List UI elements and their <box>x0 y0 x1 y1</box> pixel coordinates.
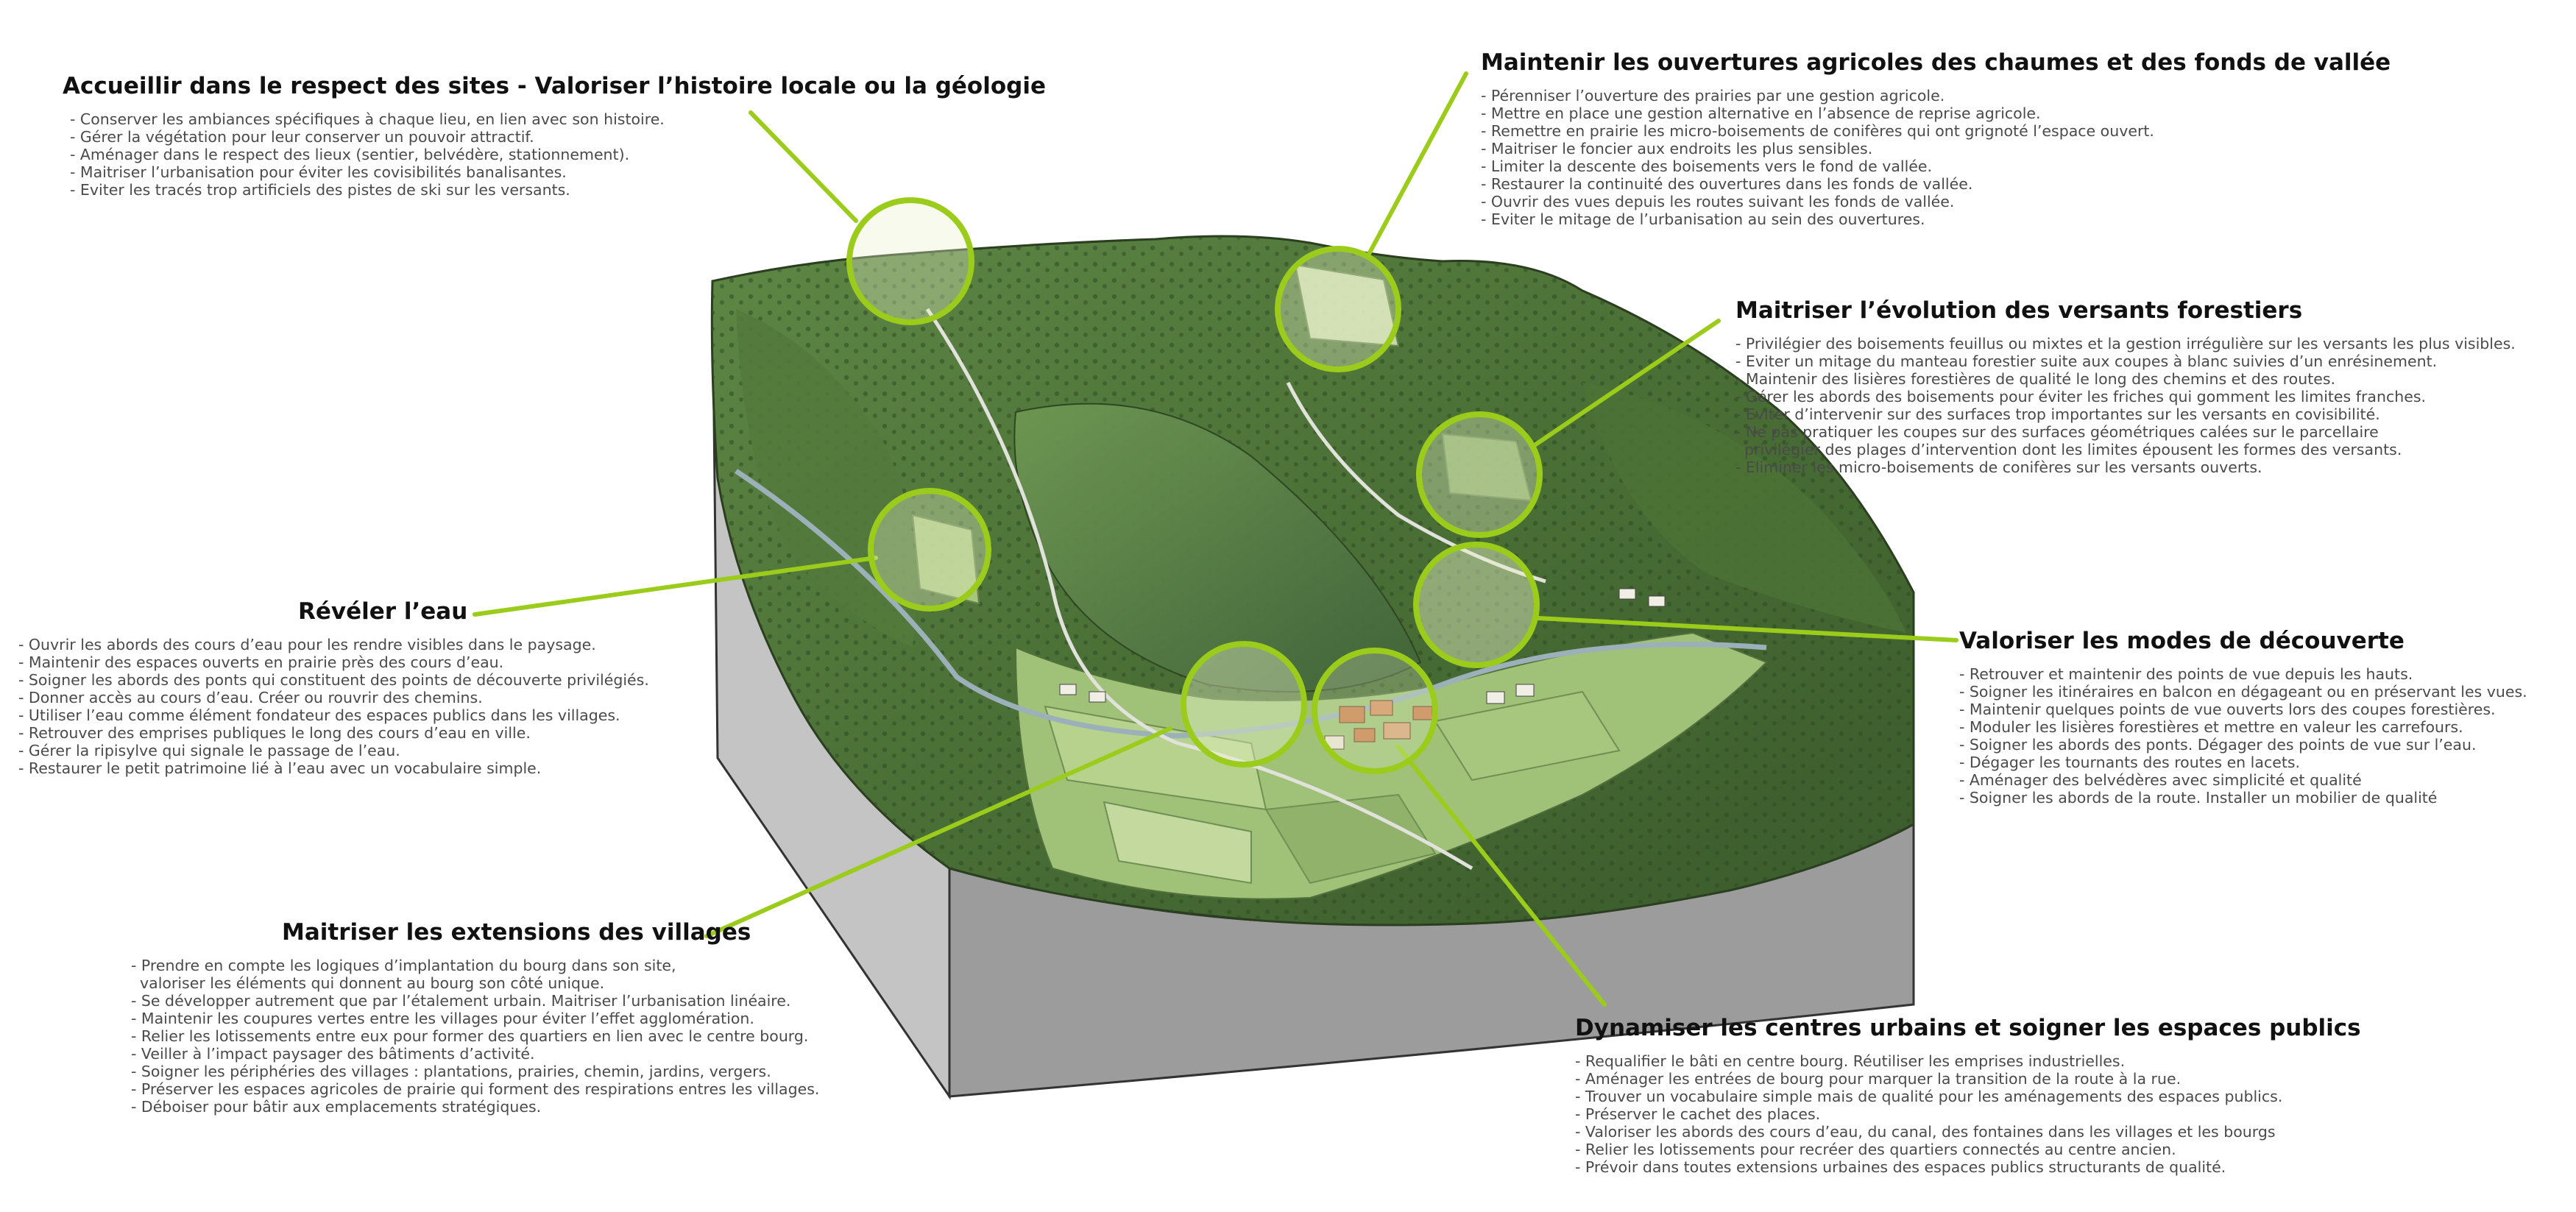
callout-decouverte: Valoriser les modes de découverte - Retr… <box>1959 627 2527 807</box>
callout-title: Maintenir les ouvertures agricoles des c… <box>1481 49 2391 76</box>
callout-item: - Prévoir dans toutes extensions urbaine… <box>1575 1158 2226 1176</box>
callout-item: - Maintenir les coupures vertes entre le… <box>131 1010 754 1027</box>
callout-item: - Privilégier des boisements feuillus ou… <box>1735 335 2516 352</box>
callout-item: - Eviter les tracés trop artificiels des… <box>70 181 570 199</box>
callout-item: - Soigner les abords des ponts qui const… <box>18 671 649 689</box>
circle-centres <box>1312 648 1438 774</box>
callout-item: - Maitriser le foncier aux endroits les … <box>1481 140 1873 157</box>
river <box>735 469 1767 739</box>
callout-item: - Aménager dans le respect des lieux (se… <box>70 146 630 163</box>
callout-item: - Maintenir des espaces ouverts en prair… <box>18 653 504 671</box>
callout-list: - Retrouver et maintenir des points de v… <box>1959 665 2527 807</box>
callout-title: Maitriser les extensions des villages <box>282 919 751 946</box>
callout-eau: Révéler l’eau - Ouvrir les abords des co… <box>18 598 649 777</box>
road <box>925 308 1546 871</box>
leader-eau <box>473 556 878 617</box>
callout-item: - Utiliser l’eau comme élément fondateur… <box>18 706 620 724</box>
callout-item: - Ouvrir les abords des cours d’eau pour… <box>18 636 596 653</box>
circle-extensions <box>1181 641 1307 768</box>
callout-item: - Requalifier le bâti en centre bourg. R… <box>1575 1052 2126 1070</box>
callout-title: Dynamiser les centres urbains et soigner… <box>1575 1015 2361 1041</box>
callout-item: - Gérer la végétation pour leur conserve… <box>70 128 534 146</box>
callout-item: - Conserver les ambiances spécifiques à … <box>70 110 665 128</box>
callout-title: Accueillir dans le respect des sites - V… <box>63 73 1046 99</box>
circle-eau <box>868 488 991 612</box>
highlight-circles <box>846 197 1543 774</box>
callout-item: - Eviter d’intervenir sur des surfaces t… <box>1735 405 2380 423</box>
circle-ouvertures <box>1275 246 1401 372</box>
callout-item: - Maintenir des lisières forestières de … <box>1735 370 2336 388</box>
callout-item: - Restaurer la continuité des ouvertures… <box>1481 175 1973 193</box>
callout-item: - Retrouver des emprises publiques le lo… <box>18 724 531 742</box>
callout-item: - Soigner les itinéraires en balcon en d… <box>1959 683 2527 701</box>
callout-item: - Ouvrir des vues depuis les routes suiv… <box>1481 193 1955 210</box>
callout-item: - Aménager les entrées de bourg pour mar… <box>1575 1070 2182 1088</box>
leader-decouverte <box>1536 616 1958 642</box>
callout-item: - Moduler les lisières forestières et me… <box>1959 718 2463 736</box>
callout-title: Valoriser les modes de découverte <box>1959 628 2405 654</box>
leader-ouvertures <box>1367 71 1468 256</box>
callout-list: - Conserver les ambiances spécifiques à … <box>63 110 1046 199</box>
callout-item: - Déboiser pour bâtir aux emplacements s… <box>131 1098 542 1116</box>
callout-list: - Privilégier des boisements feuillus ou… <box>1735 335 2516 476</box>
callout-item: privilégier des plages d’intervention do… <box>1744 441 2402 458</box>
leader-centres <box>1396 745 1607 1007</box>
callout-item: - Donner accès au cours d’eau. Créer ou … <box>18 689 483 706</box>
callout-item: - Pérenniser l’ouverture des prairies pa… <box>1481 87 1945 104</box>
callout-ouvertures: Maintenir les ouvertures agricoles des c… <box>1481 49 2391 228</box>
leader-sites <box>749 110 858 223</box>
callout-item: - Eviter un mitage du manteau forestier … <box>1735 352 2438 370</box>
callout-item: - Limiter la descente des boisements ver… <box>1481 157 1933 175</box>
leader-versants <box>1532 319 1721 447</box>
callout-item: - Relier les lotissements pour recréer d… <box>1575 1141 2176 1158</box>
callout-item: - Maintenir quelques points de vue ouver… <box>1959 701 2496 718</box>
field-parcels <box>911 263 1621 885</box>
callout-item: - Gérer les abords des boisements pour é… <box>1735 388 2427 405</box>
circle-sites <box>846 197 974 325</box>
circle-decouverte <box>1413 542 1540 668</box>
callout-sites: Accueillir dans le respect des sites - V… <box>63 72 1046 199</box>
callout-item: - Retrouver et maintenir des points de v… <box>1959 665 2413 683</box>
callout-item: - Préserver le cachet des places. <box>1575 1105 1821 1123</box>
callout-item: - Veiller à l’impact paysager des bâtime… <box>131 1045 535 1063</box>
callout-item: - Prendre en compte les logiques d’impla… <box>131 957 676 974</box>
callout-item: - Maitriser l’urbanisation pour éviter l… <box>70 163 567 181</box>
callout-list: - Requalifier le bâti en centre bourg. R… <box>1575 1052 2361 1176</box>
callout-item: - Remettre en prairie les micro-boisemen… <box>1481 122 2154 140</box>
callout-item: - Valoriser les abords des cours d’eau, … <box>1575 1123 2276 1141</box>
callout-extensions: Maitriser les extensions des villages - … <box>131 918 819 1116</box>
callout-leader-lines <box>473 71 1958 1007</box>
circle-versants <box>1416 411 1543 538</box>
callout-list: - Ouvrir les abords des cours d’eau pour… <box>18 636 649 777</box>
callout-item: - Aménager des belvédères avec simplicit… <box>1959 771 2362 789</box>
callout-item: - Dégager les tournants des routes en la… <box>1959 754 2301 771</box>
callout-item: - Restaurer le petit patrimoine lié à l’… <box>18 759 542 777</box>
leader-extensions <box>704 726 1172 938</box>
callout-title: Révéler l’eau <box>298 598 468 625</box>
callout-item: - Soigner les périphéries des villages :… <box>131 1063 771 1080</box>
callout-item: - Trouver un vocabulaire simple mais de … <box>1575 1088 2283 1105</box>
callout-item: - Relier les lotissements entre eux pour… <box>131 1027 809 1045</box>
callout-item: - Préserver les espaces agricoles de pra… <box>131 1080 820 1098</box>
callout-item: - Se développer autrement que par l’étal… <box>131 992 791 1010</box>
callout-list: - Pérenniser l’ouverture des prairies pa… <box>1481 87 2391 228</box>
callout-list: - Prendre en compte les logiques d’impla… <box>131 957 819 1116</box>
callout-item: - Mettre en place une gestion alternativ… <box>1481 104 2041 122</box>
callout-title: Maitriser l’évolution des versants fores… <box>1735 297 2303 324</box>
callout-item: - Eliminer les micro-boisements de conif… <box>1735 458 2262 476</box>
callout-centres: Dynamiser les centres urbains et soigner… <box>1575 1014 2361 1176</box>
callout-item: - Eviter le mitage de l’urbanisation au … <box>1481 210 1925 228</box>
callout-versants: Maitriser l’évolution des versants fores… <box>1735 297 2516 476</box>
callout-item: - Soigner les abords de la route. Instal… <box>1959 789 2438 807</box>
callout-item: - Gérer la ripisylve qui signale le pass… <box>18 742 400 759</box>
callout-item: - Soigner les abords des ponts. Dégager … <box>1959 736 2477 754</box>
callout-item: valoriser les éléments qui donnent au bo… <box>140 974 605 992</box>
village-center <box>1059 588 1666 750</box>
callout-item: - Ne pas pratiquer les coupes sur des su… <box>1735 423 2379 441</box>
